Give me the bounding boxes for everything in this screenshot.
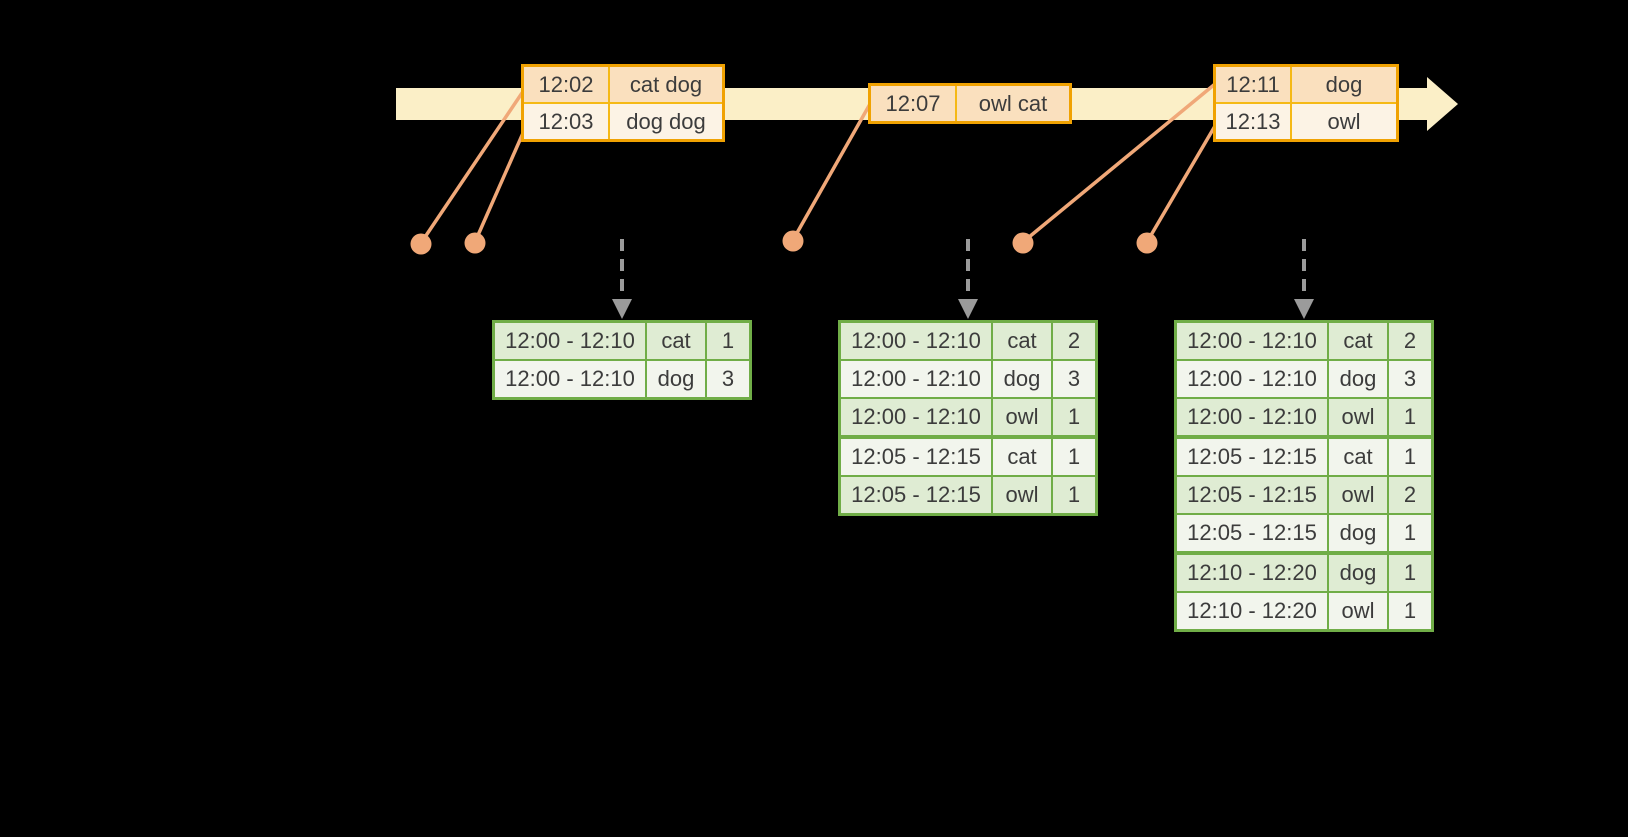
result-count-cell: 1 (1051, 439, 1095, 475)
result-count-cell: 3 (1051, 361, 1095, 397)
result-window-cell: 12:05 - 12:15 (1177, 477, 1327, 513)
result-window-cell: 12:00 - 12:10 (495, 323, 645, 359)
result-word-cell: dog (991, 361, 1051, 397)
result-window-cell: 12:00 - 12:10 (1177, 323, 1327, 359)
timeline-arrowhead-icon (1427, 77, 1458, 131)
result-window-cell: 12:00 - 12:10 (841, 323, 991, 359)
result-word-cell: owl (991, 399, 1051, 435)
result-word-cell: dog (1327, 515, 1387, 551)
emit-arrow (1294, 239, 1314, 319)
event-dot (464, 232, 486, 254)
event-words-cell: dog (1290, 67, 1396, 102)
result-word-cell: cat (645, 323, 705, 359)
arrow-down-icon (612, 299, 632, 319)
event-time-cell: 12:13 (1216, 104, 1290, 139)
event-words-cell: cat dog (608, 67, 722, 102)
result-window-cell: 12:00 - 12:10 (841, 399, 991, 435)
event-words-cell: owl cat (955, 86, 1069, 121)
result-count-cell: 1 (1387, 399, 1431, 435)
result-word-cell: cat (991, 323, 1051, 359)
result-word-cell: cat (1327, 439, 1387, 475)
result-word-cell: dog (1327, 361, 1387, 397)
result-count-cell: 1 (1387, 593, 1431, 629)
result-count-cell: 1 (1051, 477, 1095, 513)
event-words-cell: owl (1290, 104, 1396, 139)
event-connector-line (473, 123, 529, 243)
event-time-cell: 12:02 (524, 67, 608, 102)
result-word-cell: owl (1327, 593, 1387, 629)
result-word-cell: cat (1327, 323, 1387, 359)
event-connector-line (1145, 125, 1217, 243)
result-count-cell: 1 (1387, 515, 1431, 551)
event-time-cell: 12:07 (871, 86, 955, 121)
result-count-cell: 2 (1051, 323, 1095, 359)
emit-arrow (958, 239, 978, 319)
event-dot (410, 233, 432, 255)
result-count-cell: 1 (705, 323, 749, 359)
result-window-cell: 12:10 - 12:20 (1177, 555, 1327, 591)
result-count-cell: 1 (1387, 439, 1431, 475)
event-dot (1136, 232, 1158, 254)
emit-arrow (612, 239, 632, 319)
result-window-cell: 12:10 - 12:20 (1177, 593, 1327, 629)
result-window-cell: 12:05 - 12:15 (841, 477, 991, 513)
result-window-cell: 12:00 - 12:10 (841, 361, 991, 397)
result-count-cell: 3 (705, 361, 749, 397)
result-word-cell: dog (645, 361, 705, 397)
result-count-cell: 1 (1387, 555, 1431, 591)
event-dot (1012, 232, 1034, 254)
result-count-cell: 2 (1387, 477, 1431, 513)
result-window-cell: 12:05 - 12:15 (1177, 515, 1327, 551)
event-words-cell: dog dog (608, 104, 722, 139)
event-connector-line (419, 89, 526, 244)
result-word-cell: owl (1327, 399, 1387, 435)
result-window-cell: 12:00 - 12:10 (1177, 361, 1327, 397)
event-connector-line (791, 103, 872, 241)
arrow-down-icon (958, 299, 978, 319)
result-word-cell: owl (1327, 477, 1387, 513)
result-window-cell: 12:00 - 12:10 (1177, 399, 1327, 435)
event-dot (782, 230, 804, 252)
event-time-cell: 12:03 (524, 104, 608, 139)
result-window-cell: 12:05 - 12:15 (1177, 439, 1327, 475)
result-word-cell: owl (991, 477, 1051, 513)
event-time-cell: 12:11 (1216, 67, 1290, 102)
event-connector-line (1021, 82, 1217, 244)
result-window-cell: 12:05 - 12:15 (841, 439, 991, 475)
result-word-cell: cat (991, 439, 1051, 475)
result-word-cell: dog (1327, 555, 1387, 591)
result-window-cell: 12:00 - 12:10 (495, 361, 645, 397)
result-count-cell: 1 (1051, 399, 1095, 435)
arrow-down-icon (1294, 299, 1314, 319)
result-count-cell: 3 (1387, 361, 1431, 397)
result-count-cell: 2 (1387, 323, 1431, 359)
